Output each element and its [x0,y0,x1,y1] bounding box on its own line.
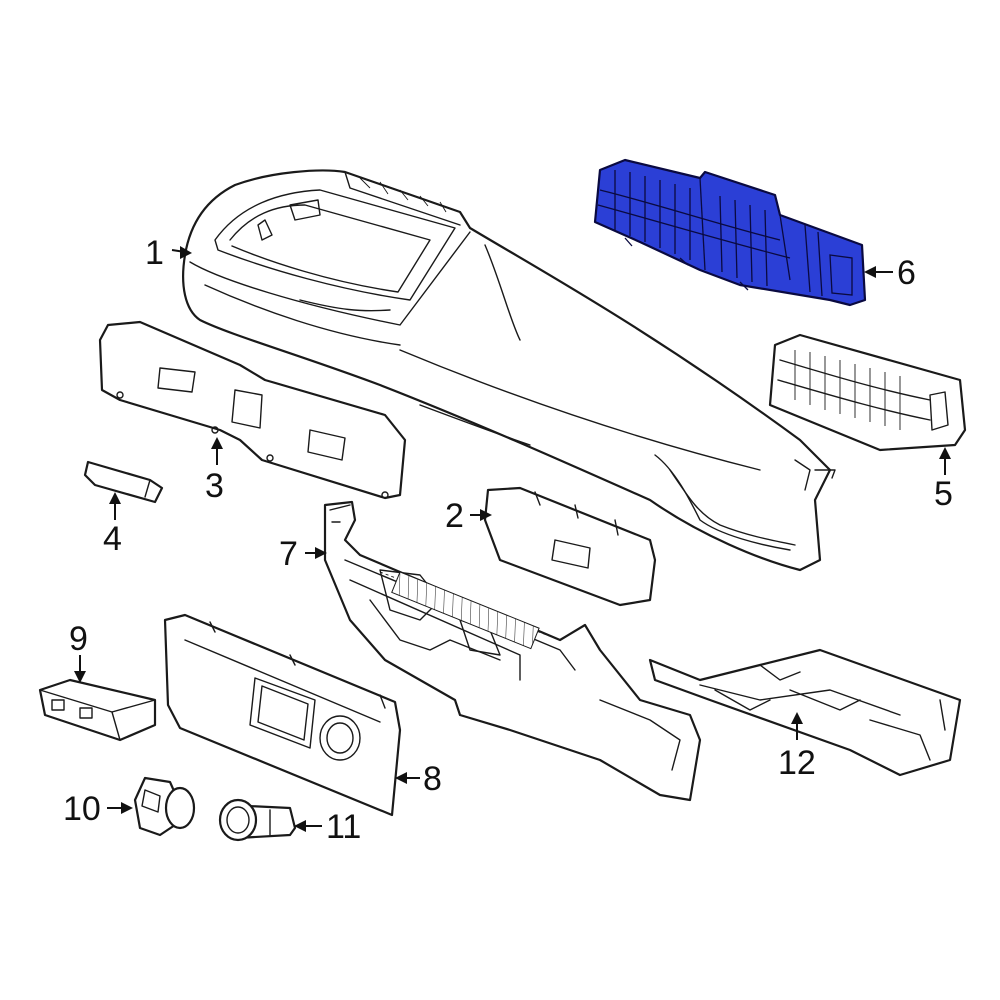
small-grille-part[interactable] [483,486,657,607]
lower-bezel-part[interactable] [163,613,402,817]
callout-label-6: 6 [897,254,916,292]
callout-label-8: 8 [423,760,442,798]
callout-7: 7 [279,535,327,573]
callout-12: 12 [778,712,816,782]
callout-label-3: 3 [205,467,224,505]
callout-label-1: 1 [145,234,164,272]
switch-module-part[interactable] [38,678,157,742]
power-outlet-part[interactable] [218,798,297,842]
callout-label-2: 2 [445,497,464,535]
callout-label-9: 9 [69,620,88,658]
lower-tray-part[interactable] [648,648,962,777]
callout-5: 5 [934,447,953,513]
callout-6: 6 [864,254,916,292]
center-vent-part-highlighted[interactable] [593,158,867,307]
callout-label-5: 5 [934,475,953,513]
callout-4: 4 [103,492,122,558]
callout-1: 1 [145,234,192,272]
callout-8: 8 [395,760,442,798]
large-grille-part[interactable] [98,320,407,500]
right-vent-part[interactable] [768,333,967,452]
callout-10: 10 [63,790,133,828]
callout-3: 3 [205,437,224,505]
callout-11: 11 [294,808,361,846]
callout-label-7: 7 [279,535,298,573]
callout-label-4: 4 [103,520,122,558]
callout-label-11: 11 [326,808,361,846]
instrument-panel-part[interactable] [182,169,836,572]
center-stack-frame-part[interactable] [323,500,702,802]
callout-9: 9 [69,620,88,683]
callout-2: 2 [445,497,492,535]
trim-piece-part[interactable] [83,460,164,504]
knob-part[interactable] [133,776,196,837]
callout-label-12: 12 [778,744,816,782]
callout-label-10: 10 [63,790,101,828]
